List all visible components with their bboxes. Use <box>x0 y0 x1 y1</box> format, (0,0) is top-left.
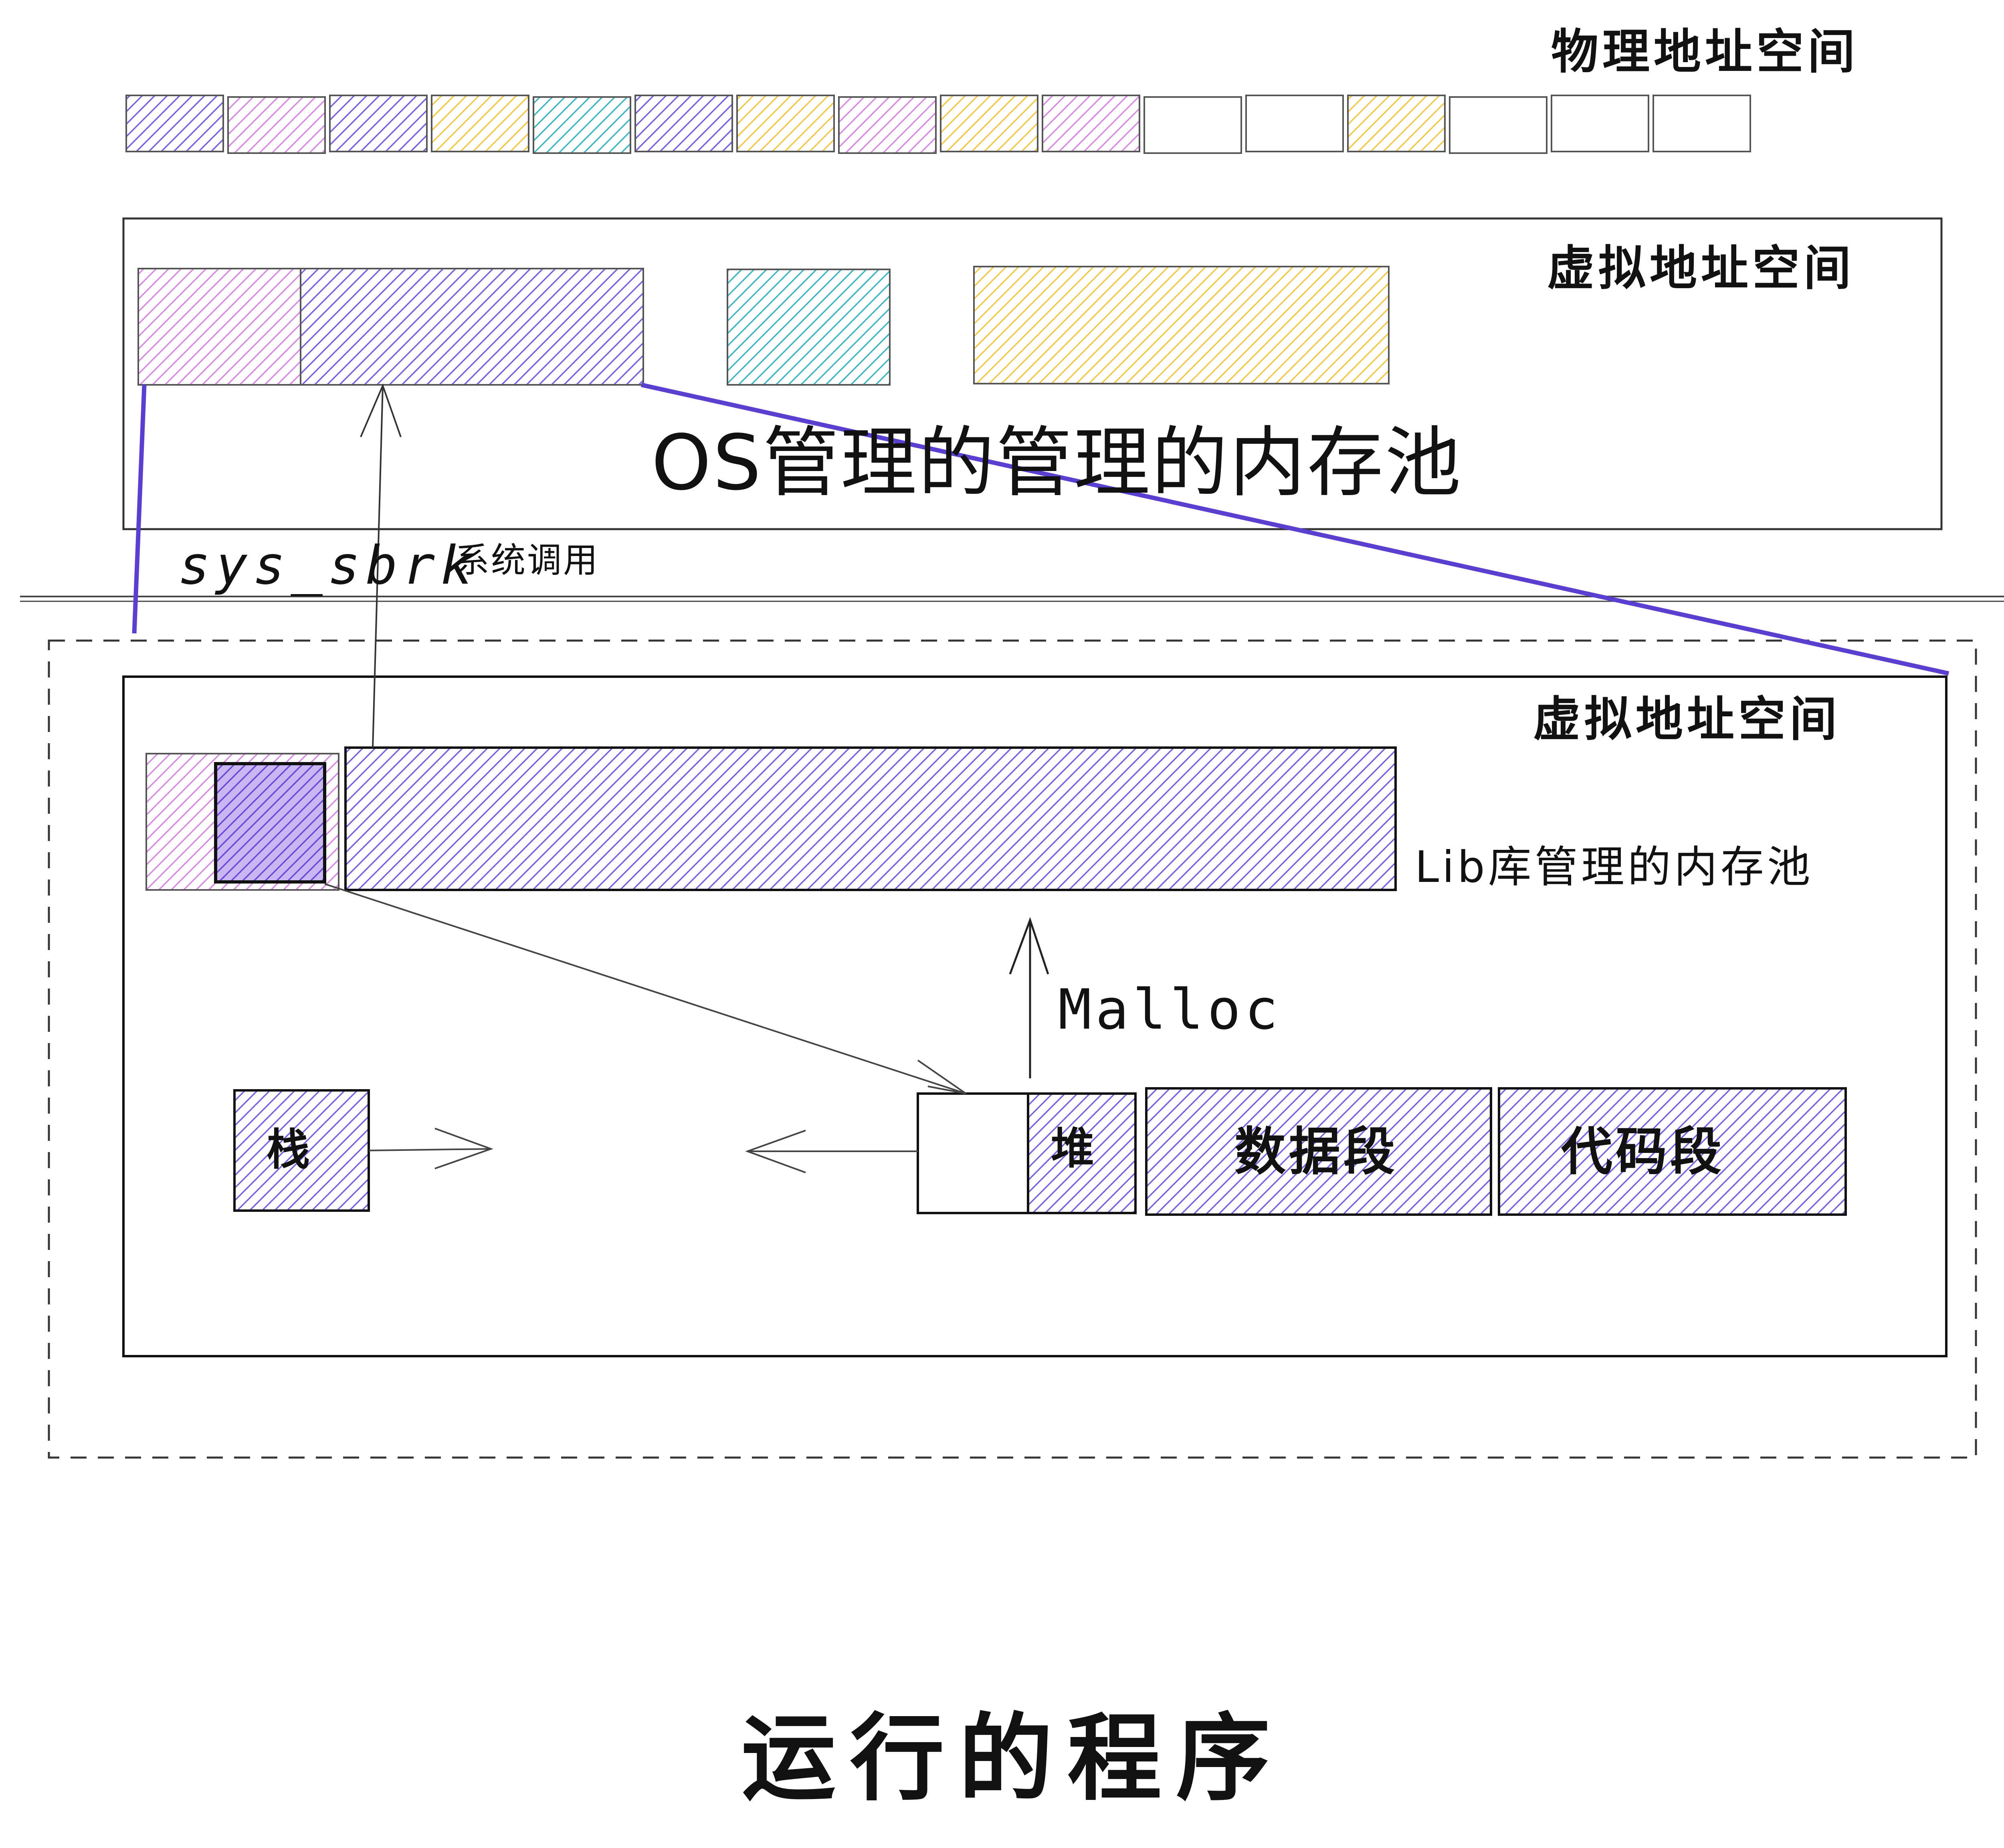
lib-pool-block <box>344 746 1397 891</box>
os-block-pink <box>137 268 301 386</box>
physical-page-8 <box>838 96 937 154</box>
physical-page-6 <box>634 95 733 152</box>
heap-label: 堆 <box>1051 1124 1095 1174</box>
physical-space-label: 物理地址空间 <box>1551 24 1859 79</box>
stack-growth-arrow-head <box>434 1128 493 1169</box>
physical-page-1 <box>125 95 224 152</box>
malloc-arrow-head <box>1009 917 1049 975</box>
physical-page-9 <box>940 95 1038 152</box>
process-virtual-space-label: 虚拟地址空间 <box>1533 691 1841 747</box>
code-segment-label: 代码段 <box>1561 1122 1725 1182</box>
process-virtual-space-box <box>122 675 1947 1357</box>
syscall-desc-label: 系统调用 <box>455 540 599 580</box>
stack-growth-arrow-line <box>368 1148 491 1151</box>
physical-page-12 <box>1245 95 1344 152</box>
mapping-line-right <box>640 382 1949 676</box>
syscall-name-label: sys_sbrk <box>178 535 478 596</box>
malloc-label: Malloc <box>1058 977 1282 1042</box>
sbrk-arrow-line <box>372 385 384 748</box>
stack-label: 栈 <box>267 1125 310 1175</box>
os-block-yellow <box>973 266 1390 384</box>
os-virtual-space-box <box>122 217 1943 530</box>
physical-page-16 <box>1652 95 1751 152</box>
os-virtual-space-label: 虚拟地址空间 <box>1547 241 1855 296</box>
sbrk-arrow-head <box>360 383 402 437</box>
os-block-purple <box>300 268 644 386</box>
data-segment-label: 数据段 <box>1234 1122 1398 1182</box>
heap-growth-arrow-head <box>745 1130 806 1173</box>
heap-free-block <box>917 1092 1029 1214</box>
physical-page-15 <box>1551 95 1649 152</box>
running-program-label: 运行的程序 <box>741 1704 1285 1814</box>
physical-page-4 <box>431 95 529 152</box>
alloc-pointer-line <box>324 883 966 1094</box>
lib-pool-label: Lib库管理的内存池 <box>1415 842 1814 892</box>
physical-page-11 <box>1143 96 1242 154</box>
physical-page-2 <box>227 96 326 154</box>
physical-page-7 <box>736 95 835 152</box>
running-program-box <box>48 639 1977 1459</box>
code-segment-block <box>1498 1087 1847 1216</box>
data-segment-block <box>1145 1087 1492 1216</box>
os-block-teal <box>727 269 891 386</box>
physical-page-13 <box>1347 95 1446 152</box>
os-pool-label: OS管理的管理的内存池 <box>651 419 1463 507</box>
physical-page-5 <box>533 96 631 154</box>
physical-page-14 <box>1449 96 1547 154</box>
physical-address-pages <box>125 95 1751 154</box>
alloc-pointer-head <box>917 1059 967 1094</box>
physical-page-10 <box>1042 95 1140 152</box>
heap-block <box>1027 1092 1137 1214</box>
physical-page-3 <box>329 95 428 152</box>
mapping-line-left <box>132 384 147 634</box>
lib-block-allocated <box>214 762 326 884</box>
